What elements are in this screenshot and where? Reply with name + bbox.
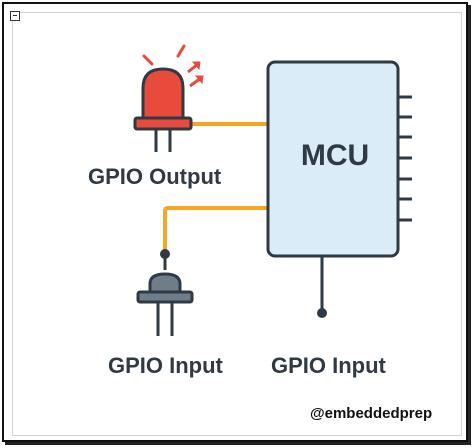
window-collapse-icon[interactable] — [10, 11, 20, 21]
input-wire — [163, 206, 268, 254]
mcu-label: MCU — [300, 139, 370, 172]
gpio-output-label: GPIO Output — [88, 164, 222, 189]
push-button-icon — [136, 249, 194, 336]
bottom-wire-node — [317, 308, 327, 318]
led-icon — [133, 44, 204, 152]
author-handle: @embeddedprep — [310, 405, 433, 422]
gpio-input-bottom-label: GPIO Input — [271, 353, 386, 378]
mcu-chip — [266, 60, 400, 258]
gpio-input-left-label: GPIO Input — [108, 353, 223, 378]
mcu-pins — [398, 95, 412, 222]
